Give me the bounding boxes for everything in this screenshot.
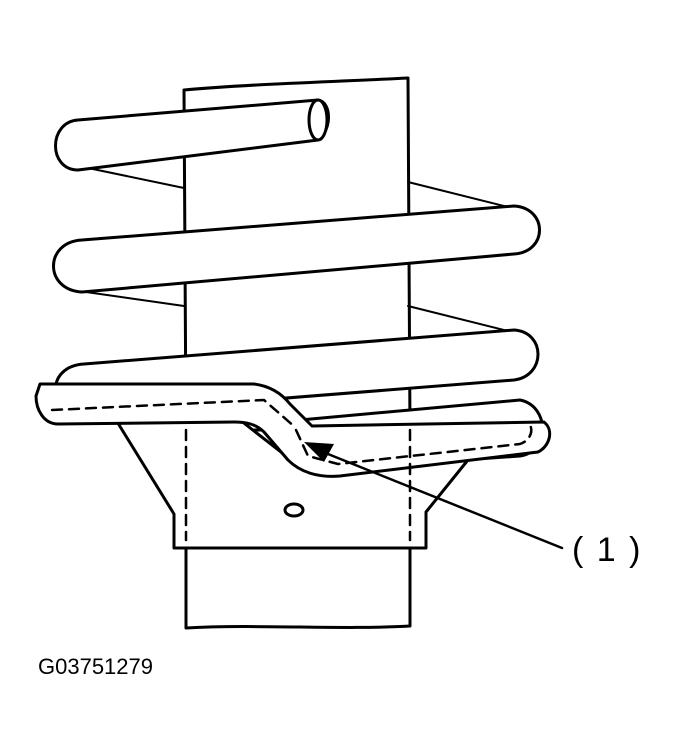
callout-leader-line xyxy=(316,448,564,550)
coil-back-line xyxy=(407,305,521,335)
coil-back-line xyxy=(87,167,185,189)
callout-label-1: ( 1 ) xyxy=(572,531,643,569)
spring-coil-end xyxy=(307,98,329,142)
figure-id: G03751279 xyxy=(38,654,153,679)
coil-back-line xyxy=(407,181,521,211)
hidden-line-coil xyxy=(294,420,533,466)
callout-arrowhead xyxy=(304,442,334,462)
hidden-line-coil xyxy=(50,398,298,430)
shock-absorber-lower-shaft xyxy=(184,538,412,630)
bracket-hole xyxy=(283,502,305,518)
spring-seat-plate xyxy=(34,382,552,478)
spring-coil-middle xyxy=(52,204,541,294)
spring-seat-bracket xyxy=(114,418,478,550)
